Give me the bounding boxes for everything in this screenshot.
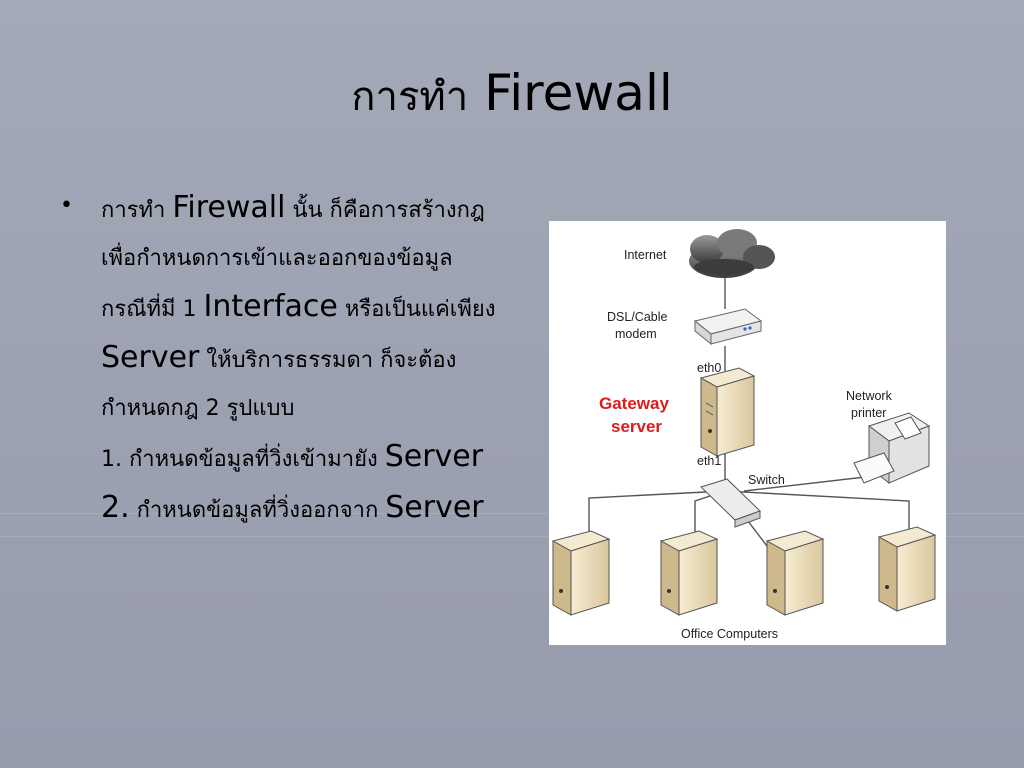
printer-icon <box>853 412 931 485</box>
bullet-point: • <box>60 193 73 218</box>
office-computer-1-icon <box>551 530 611 616</box>
printer-label-line1: Network <box>846 389 892 403</box>
bullet-text: การทำ Firewall นั้น ก็คือการสร้างกฎ เพื่… <box>101 184 541 535</box>
background-band <box>0 513 1024 514</box>
slide-title: การทำ Firewall <box>0 60 1024 130</box>
gateway-label-line1: Gateway <box>599 394 669 413</box>
gateway-label-line2: server <box>611 417 663 436</box>
switch-icon <box>700 478 761 528</box>
office-computer-2-icon <box>659 530 719 616</box>
modem-icon <box>693 308 763 346</box>
diagram-graphics <box>551 229 937 616</box>
title-english: Firewall <box>484 64 673 122</box>
switch-label: Switch <box>748 473 785 487</box>
office-computer-3-icon <box>765 530 825 616</box>
text-line: 1. กำหนดข้อมูลที่วิ่งเข้ามายัง Server <box>101 439 484 474</box>
gateway-server-icon <box>699 367 756 457</box>
office-computers-label: Office Computers <box>681 627 779 641</box>
title-thai: การทำ <box>351 74 469 120</box>
modem-label-line2: modem <box>615 327 657 341</box>
eth0-label: eth0 <box>697 361 722 375</box>
background-band <box>0 536 1024 537</box>
text-line: การทำ Firewall นั้น ก็คือการสร้างกฎ <box>101 190 485 225</box>
text-line: กรณีที่มี 1 Interface หรือเป็นแค่เพียง <box>101 289 496 324</box>
modem-label-line1: DSL/Cable <box>607 310 668 324</box>
text-line: 2. กำหนดข้อมูลที่วิ่งออกจาก Server <box>101 490 484 525</box>
text-line: กำหนดกฎ 2 รูปแบบ <box>101 396 295 421</box>
text-line: เพื่อกำหนดการเข้าและออกของข้อมูล <box>101 246 453 271</box>
internet-cloud-icon <box>689 229 775 278</box>
office-computer-4-icon <box>877 526 937 612</box>
printer-label-line2: printer <box>851 406 887 420</box>
network-diagram: Internet DSL/Cable modem eth0 Gateway se… <box>549 221 946 645</box>
internet-label: Internet <box>624 248 667 262</box>
eth1-label: eth1 <box>697 454 722 468</box>
text-line: Server ให้บริการธรรมดา ก็จะต้อง <box>101 340 457 375</box>
